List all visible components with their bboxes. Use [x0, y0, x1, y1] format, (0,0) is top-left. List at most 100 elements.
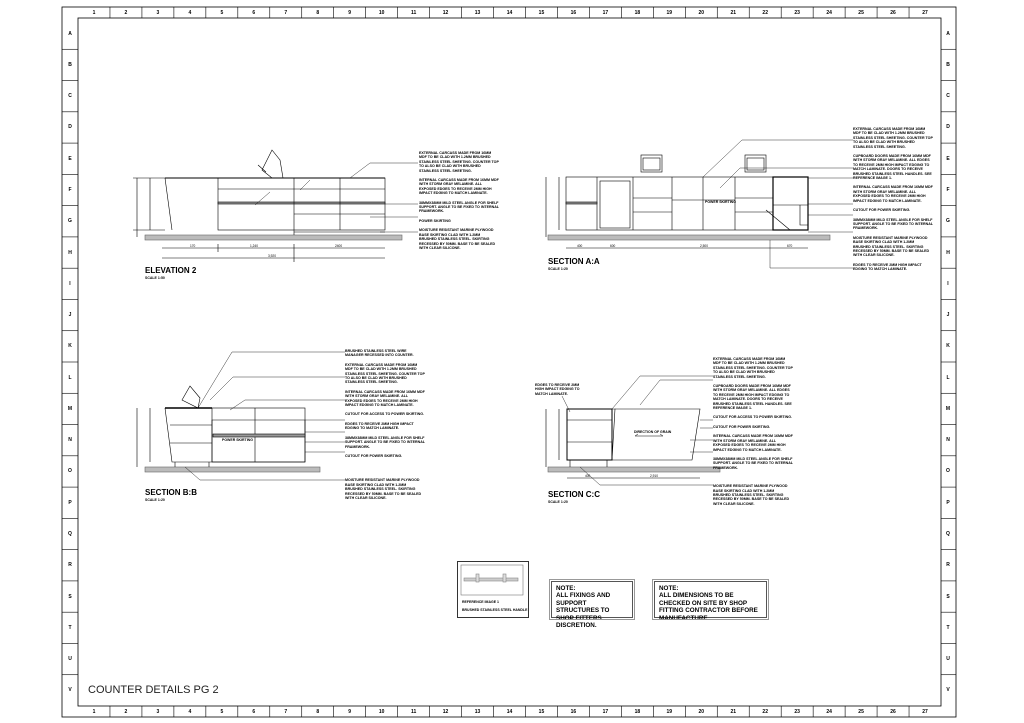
- grid-column-label: 27: [922, 10, 928, 16]
- grid-row-label: Q: [68, 531, 72, 537]
- grid-column-label: 17: [602, 10, 609, 16]
- sheet-title: COUNTER DETAILS PG 2: [88, 684, 219, 696]
- grid-row-label: K: [946, 343, 950, 350]
- grid-column-label: 17: [602, 709, 609, 715]
- grid-column-label: 11: [410, 10, 417, 16]
- grid-column-label: 24: [826, 10, 832, 16]
- dim-label: 2400: [335, 244, 343, 248]
- grid-row-label: C: [946, 93, 950, 100]
- grid-column-label: 11: [410, 709, 417, 715]
- grid-column-label: 1: [92, 10, 96, 16]
- grid-row-label: N: [68, 437, 72, 444]
- note-heading: NOTE:: [659, 585, 679, 592]
- section-aa-notes: External carcass made from 16mm MDF to b…: [853, 127, 933, 277]
- grid-column-label: 6: [252, 709, 256, 715]
- grid-row-label: I: [69, 280, 71, 287]
- grid-row-label: S: [68, 593, 72, 600]
- grid-row-label: F: [68, 187, 72, 193]
- grid-column-label: 25: [858, 10, 864, 16]
- reference-image-caption: BRUSHED STAINLESS STEEL HANDLE: [462, 608, 528, 612]
- annotation: Moisture resistant marine plywood base s…: [853, 235, 930, 258]
- annotation: Edges to receive 2mm high impact edging …: [853, 262, 922, 272]
- grid-row-label: Q: [946, 531, 950, 537]
- annotation: Cutout for power skirting.: [713, 424, 771, 429]
- grid-row-label: P: [68, 499, 72, 506]
- elevation-2-notes: External carcass made from 16mm MDF to b…: [419, 151, 499, 255]
- power-skirting-label: POWER SKIRTING: [705, 200, 736, 204]
- grid-column-label: 8: [316, 10, 320, 16]
- grid-column-label: 3: [156, 10, 160, 16]
- grid-column-label: 2: [124, 10, 128, 16]
- annotation: Internal carcass made from 16mm MDF with…: [713, 434, 793, 452]
- grid-column-label: 5: [220, 709, 224, 715]
- grid-row-label: A: [946, 30, 950, 37]
- grid-row-label: E: [946, 155, 950, 162]
- section-aa-scale: SCALE 1:20: [548, 267, 568, 271]
- annotation: 38mmX38mm mild steel angle for shelf sup…: [853, 217, 933, 231]
- section-bb-drawing: [136, 351, 345, 481]
- grid-column-label: 6: [252, 10, 256, 16]
- annotation: Moisture resistant marine plywood base s…: [713, 484, 790, 506]
- grid-row-label: V: [68, 687, 72, 694]
- elevation-2-drawing: [133, 149, 418, 262]
- annotation: External carcass made from 16mm MDF to b…: [345, 362, 425, 385]
- grid-column-label: 14: [506, 10, 513, 16]
- grid-row-label: N: [946, 437, 950, 444]
- grid-row-label: J: [68, 312, 72, 319]
- annotation: 38mmX38mm mild steel angle for shelf sup…: [345, 435, 425, 449]
- section-aa-drawing: [545, 139, 853, 269]
- grid-column-label: 26: [890, 709, 896, 715]
- grid-row-label: B: [68, 61, 72, 68]
- grid-column-label: 10: [378, 10, 385, 16]
- annotation: Cupboard doors made from 16mm MDF with s…: [853, 154, 932, 181]
- grid-row-label: G: [68, 218, 72, 225]
- grid-column-label: 23: [794, 709, 800, 715]
- dim-label: 1,240: [250, 244, 258, 248]
- grid-row-label: M: [945, 405, 951, 412]
- grid-column-label: 9: [348, 709, 352, 715]
- elevation-2-title: ELEVATION 2: [145, 266, 197, 275]
- section-bb-scale: SCALE 1:20: [145, 498, 165, 502]
- grid-row-label: O: [946, 468, 950, 475]
- grid-column-label: 13: [474, 10, 481, 16]
- grid-row-label: F: [946, 187, 950, 193]
- dim-label: 670: [787, 244, 793, 248]
- grid-row-label: A: [68, 30, 72, 37]
- reference-image-label: REFERENCE IMAGE 1: [462, 600, 499, 604]
- dim-label: 2,500: [700, 244, 708, 248]
- grid-row-label: U: [946, 656, 950, 663]
- power-skirting-label: POWER SKIRTING: [222, 438, 253, 442]
- grid-column-label: 12: [442, 709, 449, 715]
- grid-column-label: 12: [442, 10, 449, 16]
- grid-row-label: B: [946, 61, 950, 68]
- grid-row-label: V: [946, 687, 950, 694]
- grid-row-label: J: [946, 312, 950, 319]
- grid-column-label: 10: [378, 709, 385, 715]
- note-body: ALL DIMENSIONS TO BE CHECKED ON SITE BY …: [659, 592, 758, 622]
- dim-label: 400: [577, 244, 583, 248]
- grid-column-label: 21: [730, 709, 737, 715]
- annotation: Moisture resistant marine plywood base s…: [419, 228, 496, 250]
- dim-label: 400: [585, 474, 591, 478]
- note-heading: NOTE:: [556, 585, 576, 592]
- grid-column-label: 15: [538, 10, 545, 16]
- section-cc-edge-note: Edges to receive 2mm high impact edging …: [535, 383, 580, 401]
- grid-column-label: 23: [794, 10, 800, 16]
- grid-row-label: U: [68, 656, 72, 663]
- reference-image-box: REFERENCE IMAGE 1 BRUSHED STAINLESS STEE…: [457, 561, 529, 618]
- grid-column-label: 20: [698, 10, 705, 16]
- grid-column-label: 24: [826, 709, 832, 715]
- section-cc-scale: SCALE 1:20: [548, 500, 568, 504]
- grid-row-label: C: [68, 93, 72, 100]
- grid-column-label: 26: [890, 10, 896, 16]
- grid-row-label: K: [68, 343, 72, 350]
- annotation: Edges to receive 2mm high impact edging …: [345, 421, 414, 431]
- grid-row-label: H: [946, 249, 950, 256]
- grid-column-label: 15: [538, 709, 545, 715]
- grid-column-label: 2: [124, 709, 128, 715]
- grid-column-label: 9: [348, 10, 352, 16]
- grid-row-label: S: [946, 593, 950, 600]
- annotation: Internal carcass made from 16mm MDF with…: [853, 185, 933, 203]
